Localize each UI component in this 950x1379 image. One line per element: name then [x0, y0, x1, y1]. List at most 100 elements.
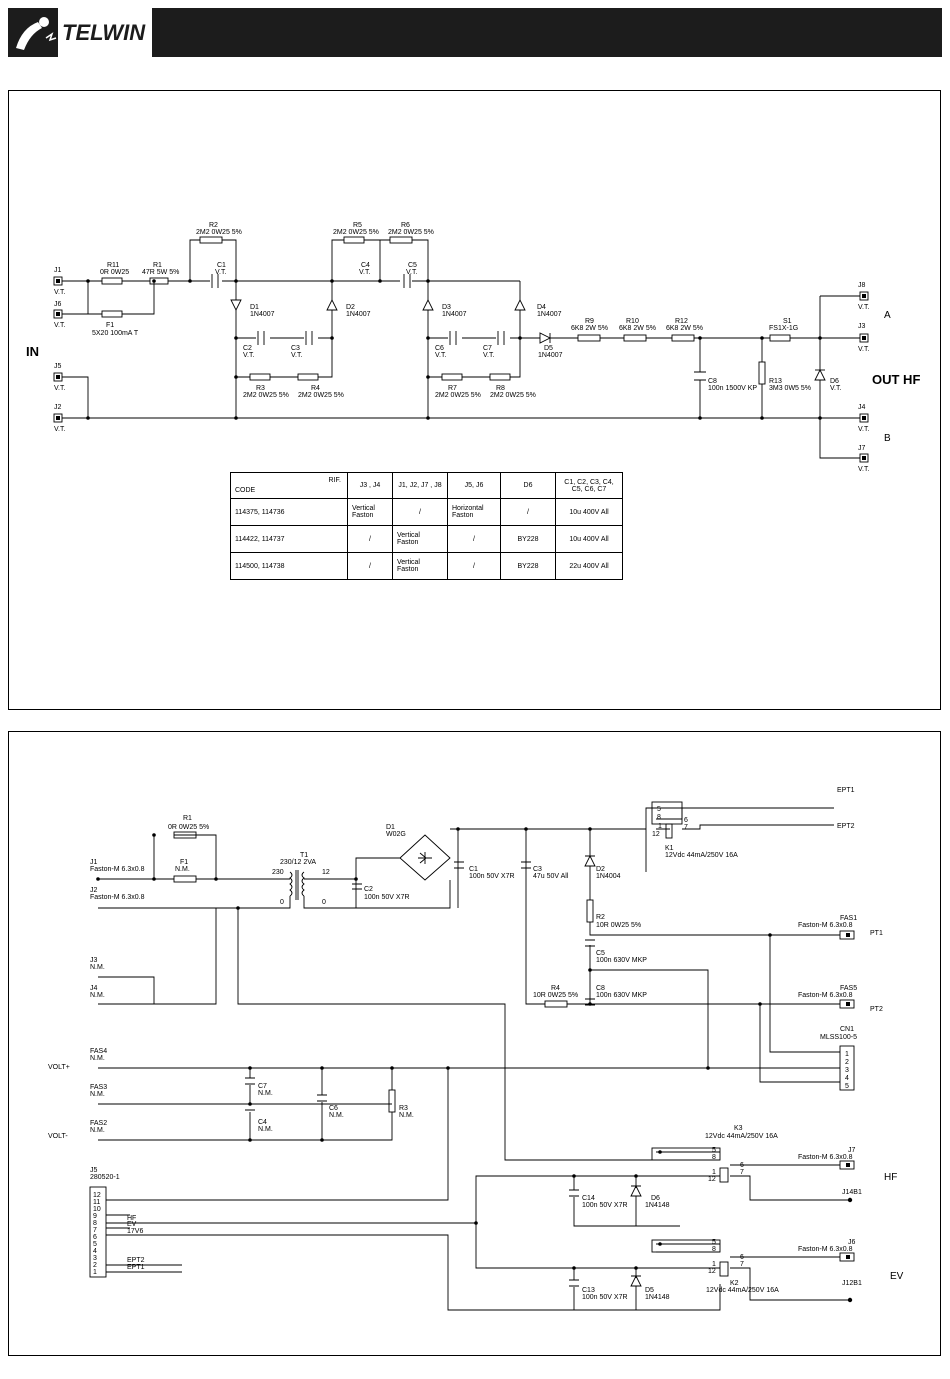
schematic-label: 7: [684, 824, 688, 831]
telwin-logo: TELWIN: [8, 8, 145, 57]
schematic-label: 6K8 2W 5%: [571, 325, 608, 332]
schematic-label: 9: [93, 1213, 97, 1220]
schematic-label: V.T.: [243, 352, 254, 359]
schematic-label: 8: [712, 1246, 716, 1253]
schematic-label: 1: [712, 1261, 716, 1268]
schematic-label: R13: [769, 378, 782, 385]
schematic-label: C1: [469, 866, 478, 873]
schematic-label: 230/12 2VA: [280, 859, 316, 866]
schematic-label: N.M.: [90, 1091, 105, 1098]
schematic-label: Faston-M 6.3x0.8: [90, 894, 145, 901]
schematic-label: D6: [830, 378, 839, 385]
schematic-label: J5: [54, 363, 62, 370]
schematic-label: 1: [93, 1269, 97, 1276]
schematic-label: 5: [93, 1241, 97, 1248]
schematic-label: D4: [537, 304, 546, 311]
schematic-1-wires: [62, 239, 860, 459]
schematic-label: D2: [346, 304, 355, 311]
schematic-label: 6: [740, 1254, 744, 1261]
schematic-label: 12: [708, 1268, 716, 1275]
schematic-label: PT2: [870, 1006, 883, 1013]
schematic-label: D3: [442, 304, 451, 311]
schematic-label: V.T.: [830, 385, 841, 392]
schematic-label: J12B1: [842, 1280, 862, 1287]
schematic-label: R2: [209, 222, 218, 229]
schematic-label: 100n 50V X7R: [469, 873, 515, 880]
table-header-cell: J5, J6: [447, 472, 501, 499]
schematic-label: C7: [258, 1083, 267, 1090]
schematic-2-wires: [98, 807, 850, 1311]
schematic-label: C3: [533, 866, 542, 873]
schematic-label: R11: [107, 262, 119, 269]
schematic-1-symbols: [53, 236, 869, 463]
schematic-label: N.M.: [258, 1090, 273, 1097]
schematic-label: 100n 50V X7R: [582, 1202, 628, 1209]
schematic-label: FAS1: [840, 915, 857, 922]
schematic-label: 3: [845, 1067, 849, 1074]
schematic-label: 100n 630V MKP: [596, 992, 647, 999]
schematic-label: W02G: [386, 831, 406, 838]
schematic-label: 3M3 0W5 5%: [769, 385, 811, 392]
schematic-label: N.M.: [90, 992, 105, 999]
schematic-label: R1: [183, 815, 192, 822]
schematic-label: 11: [93, 1199, 100, 1206]
schematic-label: 47u 50V All: [533, 873, 569, 880]
schematic-label: N.M.: [329, 1112, 344, 1119]
schematic-label: V.T.: [406, 269, 417, 276]
schematic-label: 1N4007: [442, 311, 467, 318]
schematic-label: C8: [596, 985, 605, 992]
schematic-label: 17V6: [127, 1228, 143, 1235]
schematic-label: T1: [300, 852, 308, 859]
schematic-label: D1: [250, 304, 259, 311]
schematic-label: 1: [845, 1051, 849, 1058]
schematic-label: V.T.: [54, 289, 65, 296]
schematic-label: 1N4007: [537, 311, 562, 318]
schematic-label: C3: [291, 345, 300, 352]
schematic-label: 2M2 0W25 5%: [196, 229, 242, 236]
schematic-label: EV: [890, 1271, 904, 1282]
schematic-label: F1: [180, 859, 188, 866]
header-bar: [152, 8, 942, 57]
schematic-label: N.M.: [90, 1127, 105, 1134]
schematic-label: 1: [712, 1169, 716, 1176]
schematic-label: 4: [93, 1248, 97, 1255]
schematic-label: 47R 5W 5%: [142, 269, 179, 276]
schematic-label: C7: [483, 345, 492, 352]
schematic-label: V.T.: [54, 426, 65, 433]
schematic-label: HF: [884, 1172, 897, 1183]
schematic-label: D2: [596, 866, 605, 873]
schematic-label: 6K8 2W 5%: [666, 325, 703, 332]
schematic-label: J6: [848, 1239, 856, 1246]
schematic-label: D5: [645, 1287, 654, 1294]
schematic-label: R9: [585, 318, 594, 325]
schematic-label: 1N4007: [538, 352, 563, 359]
schematic-label: 0R 0W25: [100, 269, 129, 276]
schematic-label: N.M.: [90, 964, 105, 971]
schematic-label: 2M2 0W25 5%: [388, 229, 434, 236]
schematic-label: C5: [408, 262, 417, 269]
schematic-label: C2: [243, 345, 252, 352]
schematic-label: R1: [153, 262, 162, 269]
schematic-label: 10R 0W25 5%: [533, 992, 578, 999]
schematic-label: J2: [90, 887, 98, 894]
schematic-label: EPT2: [837, 823, 855, 830]
schematic-label: V.T.: [435, 352, 446, 359]
schematic-label: FAS5: [840, 985, 857, 992]
schematic-label: J3: [858, 323, 866, 330]
schematic-label: 12Vdc 44mA/250V 16A: [665, 852, 738, 859]
schematic-hf-panel: [8, 90, 941, 710]
schematic-label: 8: [93, 1220, 97, 1227]
schematic-label: MLSS100-5: [820, 1034, 857, 1041]
schematic-label: 12Vdc 44mA/250V 16A: [705, 1133, 778, 1140]
schematic-label: C4: [258, 1119, 267, 1126]
schematic-label: 12: [652, 831, 660, 838]
schematic-label: 3: [93, 1255, 97, 1262]
schematic-label: J6: [54, 301, 62, 308]
schematic-label: 6: [740, 1162, 744, 1169]
schematic-label: N.M.: [175, 866, 190, 873]
schematic-label: Faston-M 6.3x0.8: [798, 922, 853, 929]
schematic-label: CN1: [840, 1026, 854, 1033]
schematic-label: J1: [90, 859, 98, 866]
schematic-label: C2: [364, 886, 373, 893]
schematic-label: R8: [496, 385, 505, 392]
